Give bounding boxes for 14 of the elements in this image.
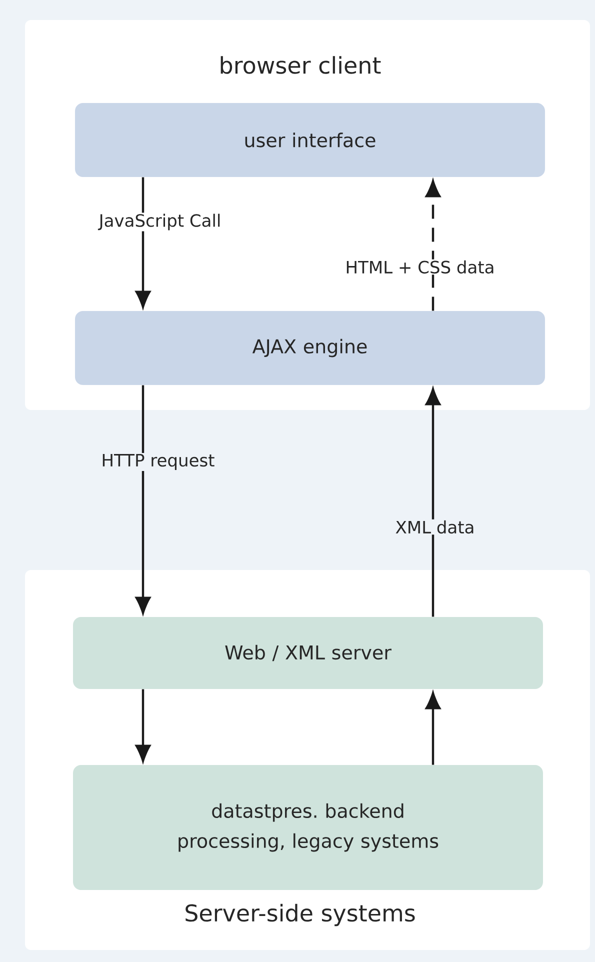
- edge-label: JavaScript Call: [98, 212, 222, 232]
- arrow: [135, 689, 151, 762]
- arrow: [425, 692, 441, 765]
- process-box: Web / XML server: [73, 617, 543, 689]
- edge-label: HTML + CSS data: [344, 259, 496, 275]
- edge-label: XML data: [394, 519, 476, 535]
- arrow: [135, 385, 151, 614]
- arrow: [425, 180, 441, 311]
- arrow: [425, 388, 441, 617]
- process-box: user interface: [75, 103, 545, 177]
- process-box: AJAX engine: [75, 311, 545, 385]
- process-box: datastpres. backend processing, legacy systems: [73, 765, 543, 890]
- edge-label: HTTP request: [100, 453, 216, 471]
- arrow: [135, 177, 151, 308]
